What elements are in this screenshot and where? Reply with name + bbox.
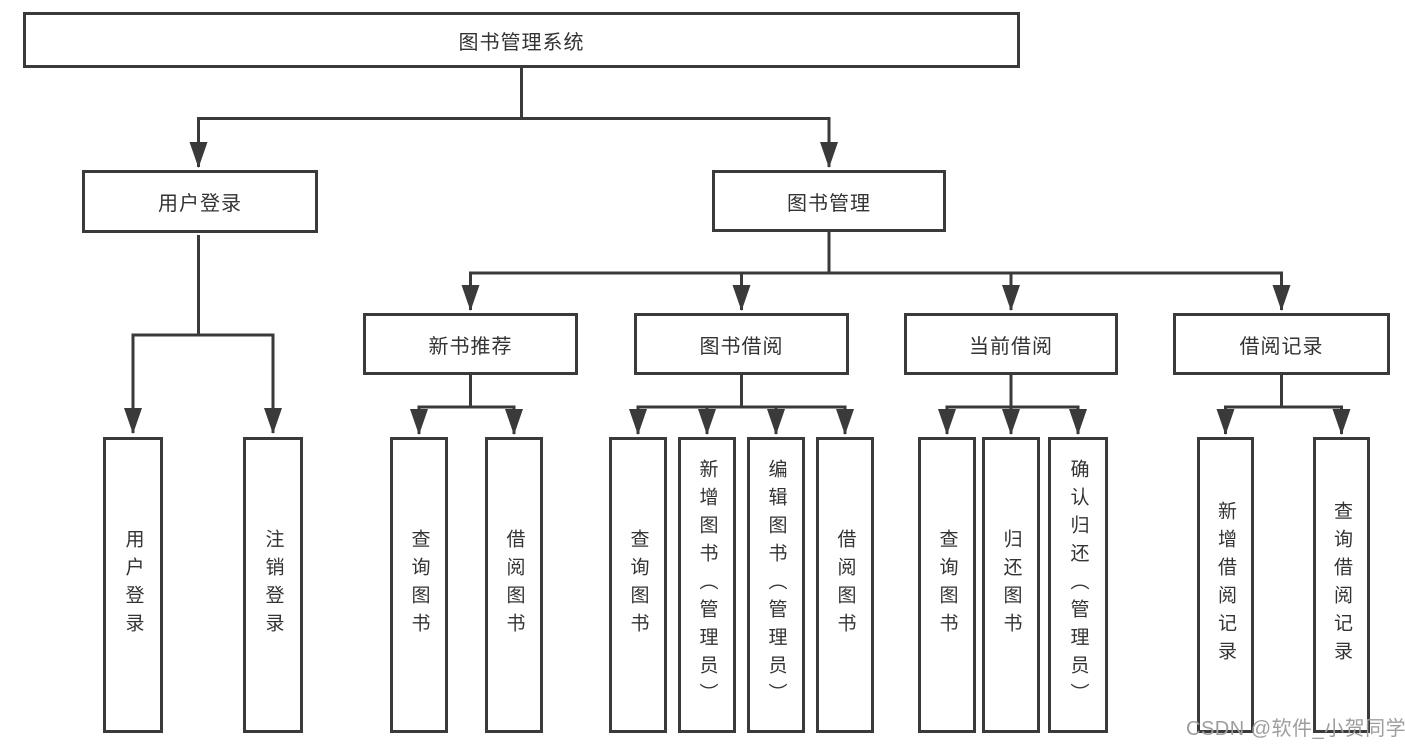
node-label: 借阅记录 xyxy=(1239,335,1324,358)
node-book-management: 图书管理 xyxy=(712,170,946,232)
connector-root-to-level2 xyxy=(189,117,838,168)
leaf-recommend-query-book: 查询图书 xyxy=(390,437,448,733)
connector-book-management-children xyxy=(461,271,1291,311)
node-label: 归还图书 xyxy=(1000,529,1022,641)
node-library-management-system: 图书管理系统 xyxy=(23,12,1020,68)
leaf-add-borrow-record: 新增借阅记录 xyxy=(1197,437,1254,733)
node-label: 图书借阅 xyxy=(699,335,784,358)
connector-user-login-children xyxy=(124,333,282,434)
node-label: 查询图书 xyxy=(936,529,958,641)
node-label: 新增借阅记录 xyxy=(1215,501,1236,669)
node-borrow-records: 借阅记录 xyxy=(1173,313,1390,375)
connector-book-borrowing-children xyxy=(629,405,854,435)
leaf-logout: 注销登录 xyxy=(243,437,303,733)
node-label: 新书推荐 xyxy=(428,335,513,358)
node-label: 注销登录 xyxy=(262,529,284,641)
node-label: 图书管理 xyxy=(787,192,871,215)
node-label: 借阅图书 xyxy=(503,529,525,641)
leaf-borrowing-borrow-book: 借阅图书 xyxy=(816,437,874,733)
node-label: 当前借阅 xyxy=(969,335,1053,358)
node-current-borrowing: 当前借阅 xyxy=(904,313,1118,375)
leaf-query-borrow-record: 查询借阅记录 xyxy=(1313,437,1370,733)
leaf-return-book: 归还图书 xyxy=(982,437,1040,733)
node-label: 用户登录 xyxy=(158,193,242,215)
leaf-user-login: 用户登录 xyxy=(103,437,163,733)
connector-borrow-records-children xyxy=(1216,405,1351,435)
node-user-login: 用户登录 xyxy=(82,170,318,233)
node-label: 查询图书 xyxy=(627,529,649,641)
node-label: 查询图书 xyxy=(408,529,430,641)
node-label: 借阅图书 xyxy=(834,529,856,641)
node-label: 新增图书（管理员） xyxy=(696,459,718,711)
node-label: 查询借阅记录 xyxy=(1331,501,1352,669)
node-new-book-recommend: 新书推荐 xyxy=(363,313,578,375)
leaf-add-book-admin: 新增图书（管理员） xyxy=(678,437,736,733)
node-label: 图书管理系统 xyxy=(458,31,585,54)
leaf-current-query-book: 查询图书 xyxy=(918,437,976,733)
node-book-borrowing: 图书借阅 xyxy=(634,313,849,375)
connector-new-book-children xyxy=(410,405,523,435)
node-label: 编辑图书（管理员） xyxy=(765,459,787,711)
leaf-confirm-return-admin: 确认归还（管理员） xyxy=(1048,437,1108,733)
leaf-recommend-borrow-book: 借阅图书 xyxy=(485,437,543,733)
leaf-edit-book-admin: 编辑图书（管理员） xyxy=(747,437,805,733)
node-label: 确认归还（管理员） xyxy=(1067,459,1089,711)
node-label: 用户登录 xyxy=(122,529,144,641)
leaf-borrowing-query-book: 查询图书 xyxy=(609,437,667,733)
csdn-watermark: CSDN @软件_小贺同学 xyxy=(1186,718,1405,740)
connector-current-borrowing-children xyxy=(938,405,1087,435)
